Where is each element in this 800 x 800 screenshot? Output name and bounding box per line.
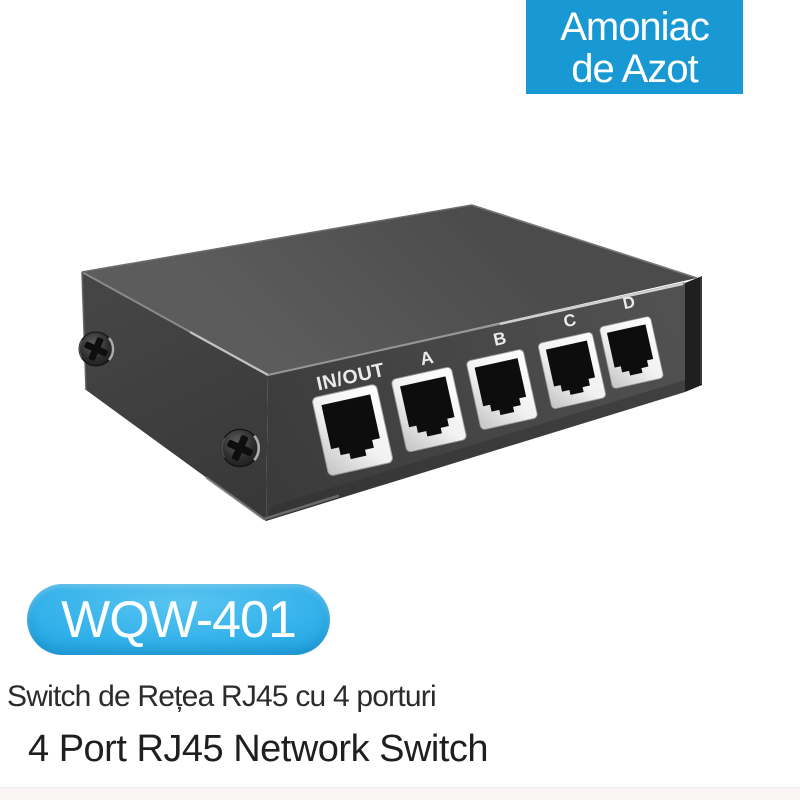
edge-back-right (471, 204, 698, 279)
front-bottom-shade (266, 380, 685, 521)
port-label-a: A (418, 347, 435, 369)
bottom-strip (0, 787, 800, 800)
port-label-b: B (491, 328, 508, 350)
subtitle-text: Switch de Rețea RJ45 cu 4 porturi (7, 680, 437, 713)
model-badge: WQW-401 (27, 584, 330, 655)
edge-back-left (81, 204, 473, 273)
edge-left-vertical (81, 271, 87, 391)
corner-badge-line1: Amoniac (560, 5, 710, 49)
device-top-face (82, 205, 697, 375)
port-label-c: C (562, 310, 578, 331)
right-flange (685, 276, 702, 392)
bottom-corner-lip (205, 476, 340, 521)
port-label-d: D (621, 293, 637, 313)
title-text: 4 Port RJ45 Network Switch (28, 728, 489, 770)
corner-badge: Amoniac de Azot (526, 0, 743, 94)
screw-icon (219, 427, 261, 469)
edge-left-top-glint (189, 331, 269, 376)
corner-badge-line2: de Azot (571, 47, 698, 91)
edge-front-top-glint (499, 282, 684, 326)
device-left-face (82, 272, 268, 521)
screw-icon (77, 330, 115, 368)
